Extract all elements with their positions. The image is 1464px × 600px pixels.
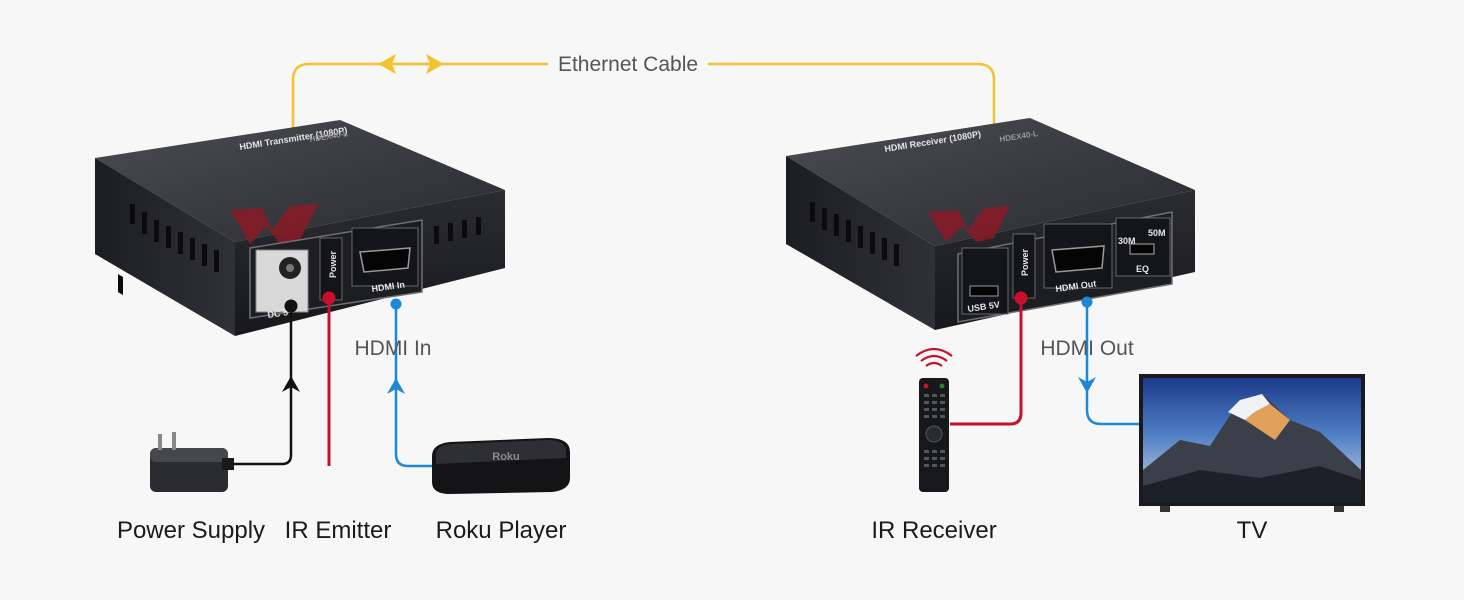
transmitter-vents <box>118 204 481 296</box>
connector-dot <box>1081 296 1093 308</box>
ir-emitter-cable <box>322 291 336 466</box>
power-supply-icon <box>150 432 234 492</box>
ir-receiver-cable <box>950 291 1028 426</box>
power-cable <box>230 299 300 466</box>
hdmi-transmitter: HDMI Transmitter (1080P) HDEX40-L Power … <box>95 120 505 336</box>
brand-logo <box>230 204 318 244</box>
tx-hdmi-port-label: HDMI In <box>371 279 406 294</box>
hdmi-out-cable-label: HDMI Out <box>1040 337 1134 360</box>
wireless-signal-icon <box>915 347 953 367</box>
ethernet-line-left <box>291 62 548 128</box>
hdmi-in-cable-label: HDMI In <box>354 337 431 360</box>
receiver-top <box>786 118 1195 246</box>
ethernet-line-right <box>708 62 996 124</box>
power-supply-label: Power Supply <box>117 517 265 544</box>
hdmi-out-cable: HDMI Out <box>1040 296 1142 426</box>
rx-usb-label: USB 5V <box>967 300 1001 314</box>
arrow-up-icon <box>387 378 405 394</box>
ethernet-cable: Ethernet Cable <box>291 53 996 128</box>
roku-brand-label: Roku <box>492 451 520 463</box>
transmitter-top <box>95 120 505 242</box>
connector-dot <box>322 291 336 305</box>
usb-port <box>961 247 1009 315</box>
transmitter-side <box>95 158 235 336</box>
connector-dot <box>1014 291 1028 305</box>
eq-switch-icon <box>1129 243 1155 255</box>
hdmi-out-port-icon <box>1051 245 1105 273</box>
usb-port-icon <box>969 285 999 297</box>
connector-dot <box>284 299 298 313</box>
arrow-down-icon <box>1078 377 1096 393</box>
tv-label: TV <box>1237 517 1268 544</box>
tv-icon <box>1139 374 1365 512</box>
roku-player-label: Roku Player <box>436 517 567 544</box>
arrow-left-icon <box>378 54 396 74</box>
eq-label: EQ <box>1136 264 1149 274</box>
tx-power-label: Power <box>328 250 338 278</box>
receiver-vents <box>810 202 899 266</box>
brand-logo-rx <box>928 206 1010 242</box>
hdmi-receiver: HDMI Receiver (1080P) HDEX40-L USB 5V Po… <box>786 118 1195 330</box>
eq-50m-label: 50M <box>1148 228 1166 238</box>
hdmi-port-icon <box>359 247 411 273</box>
dc-jack-plate <box>255 249 309 313</box>
eq-30m-label: 30M <box>1118 236 1136 246</box>
connector-dot <box>390 298 402 310</box>
hdmi-in-cable: HDMI In <box>354 298 432 468</box>
ir-remote-icon <box>915 347 953 492</box>
ethernet-cable-label: Ethernet Cable <box>558 53 698 76</box>
ir-emitter-label: IR Emitter <box>285 517 392 544</box>
ir-receiver-label: IR Receiver <box>871 517 996 544</box>
arrow-right-icon <box>426 54 444 74</box>
roku-player-icon: Roku <box>432 438 570 494</box>
arrow-up-icon <box>282 376 300 392</box>
rx-power-label: Power <box>1020 248 1030 276</box>
